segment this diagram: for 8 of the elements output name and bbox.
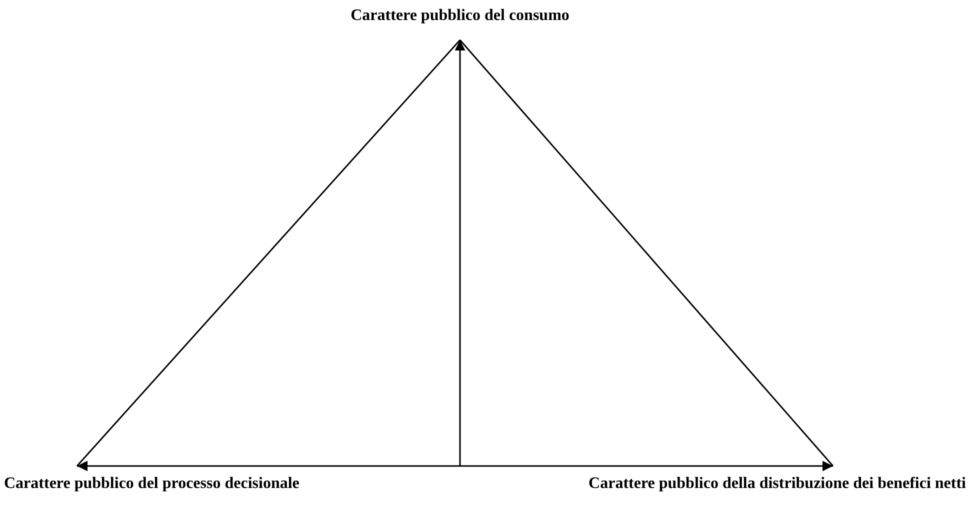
vertex-label: Carattere pubblico del consumo	[300, 4, 620, 28]
triangle-side	[76, 40, 461, 466]
arrow	[77, 460, 460, 472]
triangle-side	[459, 40, 834, 466]
arrow	[460, 460, 833, 472]
vertex-label: Carattere pubblico della distribuzione dei benefici netti	[560, 472, 966, 496]
arrow	[454, 40, 466, 466]
vertex-label: Carattere pubblico del processo decisionale	[4, 472, 454, 496]
